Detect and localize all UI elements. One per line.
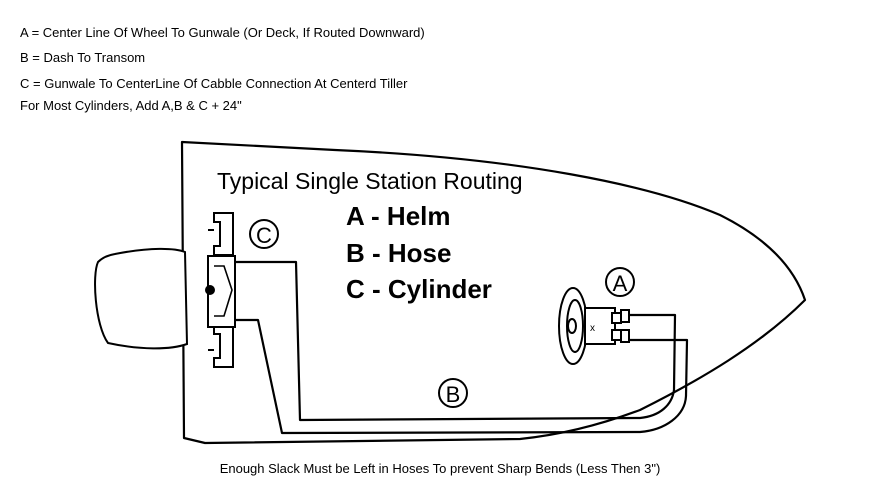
svg-text:x: x (590, 323, 595, 334)
note-a: A = Center Line Of Wheel To Gunwale (Or … (20, 25, 425, 40)
marker-a-label: A (613, 271, 628, 296)
legend-hose: B - Hose (346, 238, 451, 268)
helm-wheel: x (558, 287, 630, 365)
legend-helm: A - Helm (346, 201, 451, 231)
outboard-motor (94, 247, 189, 350)
note-total: For Most Cylinders, Add A,B & C + 24" (20, 98, 242, 113)
boat-hull (180, 140, 807, 445)
hose-route (236, 260, 689, 435)
marker-b: B (438, 378, 468, 408)
legend-cylinder: C - Cylinder (346, 274, 492, 304)
marker-c-label: C (256, 223, 272, 248)
marker-b-label: B (446, 382, 461, 407)
diagram-title: Typical Single Station Routing (217, 168, 523, 194)
marker-a: A (605, 267, 635, 297)
marker-c: C (249, 219, 279, 249)
cylinder-assembly (205, 212, 236, 368)
note-b: B = Dash To Transom (20, 50, 146, 65)
slack-warning: Enough Slack Must be Left in Hoses To pr… (219, 461, 661, 476)
note-c: C = Gunwale To CenterLine Of Cabble Conn… (20, 76, 408, 91)
